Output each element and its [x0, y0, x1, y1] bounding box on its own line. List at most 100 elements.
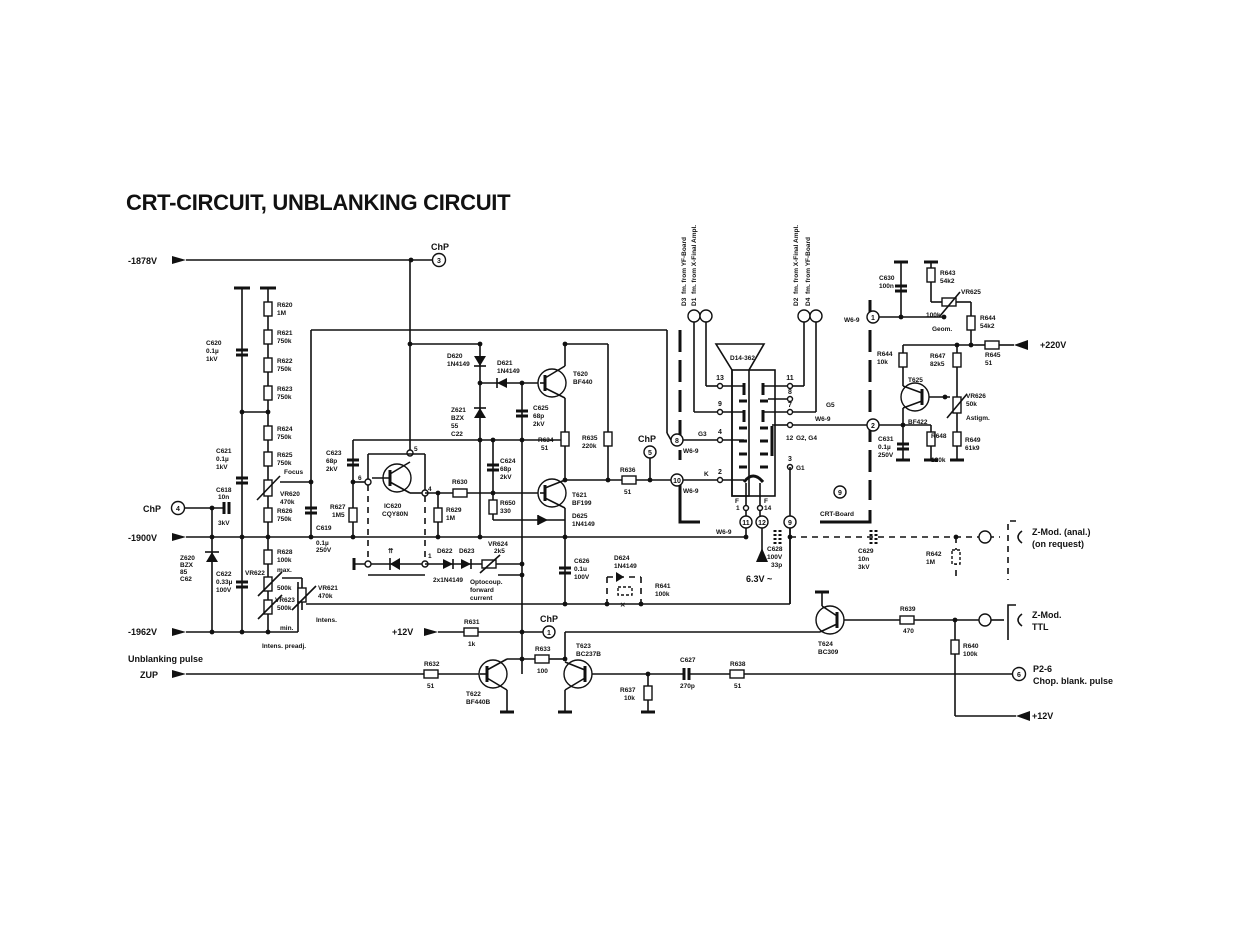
- label: R626: [277, 508, 293, 515]
- label: R650: [500, 500, 516, 507]
- wire: [291, 585, 317, 611]
- component-body: [452, 488, 468, 498]
- label: 3: [788, 456, 792, 463]
- label: (on request): [1032, 539, 1084, 549]
- label: BF440B: [466, 699, 491, 706]
- label: R638: [730, 661, 746, 668]
- wire: [257, 571, 283, 597]
- label: T620: [573, 371, 588, 378]
- symbol: [538, 515, 548, 525]
- label: 1k: [468, 641, 476, 648]
- label: D623: [459, 548, 475, 555]
- node: [786, 421, 794, 429]
- r636-chp5: R636 51 5 ChP: [620, 434, 672, 496]
- label: 100k: [655, 591, 670, 598]
- label: 68p: [326, 458, 337, 465]
- label: W6-9: [683, 448, 699, 455]
- component-body: [263, 507, 273, 523]
- c619-r627: C619 0.1µ 250V R627 1M5 C623 68p 2kV: [305, 329, 667, 554]
- node: [833, 485, 847, 499]
- label: 0.1µ: [216, 456, 229, 463]
- label: F: [735, 498, 739, 505]
- node: [435, 534, 441, 540]
- label: 10k: [877, 359, 888, 366]
- zener-z620: Z620 BZX 85 C62: [180, 534, 219, 635]
- label: 330: [500, 508, 511, 515]
- node: [209, 629, 215, 635]
- right-astig-geom: W6-9 2 C631 0.1µ 250V R648 120k T625 BF4…: [815, 260, 1066, 464]
- label: 1kV: [206, 356, 218, 363]
- label: R643: [940, 270, 956, 277]
- label: Intens.: [316, 617, 337, 624]
- label: min.: [280, 625, 294, 632]
- label: 6: [1017, 672, 1021, 679]
- label: W6-9: [683, 488, 699, 495]
- wire: [486, 658, 508, 671]
- label: 2: [718, 469, 722, 476]
- label: W6-9: [815, 416, 831, 423]
- symbol: [820, 510, 872, 524]
- label: VR624: [488, 541, 508, 548]
- node: [308, 534, 314, 540]
- diodes-d622-d623-vr624: D622 D623 2x1N4149 VR624 2k5 Optocoup. f…: [425, 541, 522, 602]
- label: 85: [180, 569, 188, 576]
- symbol: [1007, 604, 1016, 640]
- label: 470: [903, 628, 914, 635]
- symbol: [474, 356, 486, 366]
- label: 9: [788, 520, 792, 527]
- label: 100k: [926, 312, 941, 319]
- label: ✕: [620, 602, 626, 609]
- component-body: [263, 451, 273, 467]
- label: C623: [326, 450, 342, 457]
- label: R637: [620, 687, 636, 694]
- wire: [389, 461, 411, 475]
- node: [809, 309, 823, 323]
- label: D2: [793, 297, 800, 306]
- symbol: [172, 256, 186, 264]
- label: ChP: [638, 434, 656, 444]
- group: D2 fm. from X-Final Ampl.: [793, 225, 800, 306]
- label: 68p: [500, 466, 511, 473]
- node: [643, 445, 657, 459]
- label: 750k: [277, 516, 292, 523]
- label: D3: [681, 297, 688, 306]
- label: R627: [330, 504, 346, 511]
- node: [942, 394, 948, 400]
- label: F: [764, 498, 768, 505]
- label: R620: [277, 302, 293, 309]
- wire: [256, 475, 281, 501]
- d624-r641: D624 1N4149 R641 100k ✕: [604, 555, 671, 609]
- node: [786, 382, 794, 390]
- label: +220V: [1040, 340, 1066, 350]
- symbol: [1007, 520, 1016, 580]
- label: 51: [734, 683, 742, 690]
- symbol: [461, 559, 471, 569]
- label: C631: [878, 436, 894, 443]
- chp-4-input: ChP 4 C618 10n 3kV: [143, 487, 232, 632]
- node: [519, 437, 525, 443]
- node: [742, 504, 750, 512]
- label: 6.3V ~: [746, 574, 772, 584]
- label: 1N4149: [447, 361, 470, 368]
- label: G5: [826, 402, 835, 409]
- label: 54k2: [980, 323, 995, 330]
- label: ⇈: [388, 547, 394, 555]
- label: 750k: [277, 434, 292, 441]
- symbol: [756, 548, 768, 562]
- label: 1M: [277, 310, 286, 317]
- diodes-d620-z621-d621: D620 1N4149 D621 1N4149 Z621 BZX 55 C22: [447, 341, 540, 540]
- label: 51: [624, 489, 632, 496]
- component-body: [950, 639, 960, 655]
- component-body: [621, 475, 637, 485]
- symbol: [206, 552, 218, 562]
- node: [756, 504, 764, 512]
- label: D625: [572, 513, 588, 520]
- node: [699, 309, 713, 323]
- label: Z620: [180, 555, 195, 562]
- transistor-t623: T623 BC237B R637 10k C627 270p R638 51 6…: [558, 631, 1113, 714]
- label: 750k: [277, 394, 292, 401]
- label: C622: [216, 571, 232, 578]
- node: [716, 382, 724, 390]
- symbol: [172, 670, 186, 678]
- label: 1: [428, 553, 432, 560]
